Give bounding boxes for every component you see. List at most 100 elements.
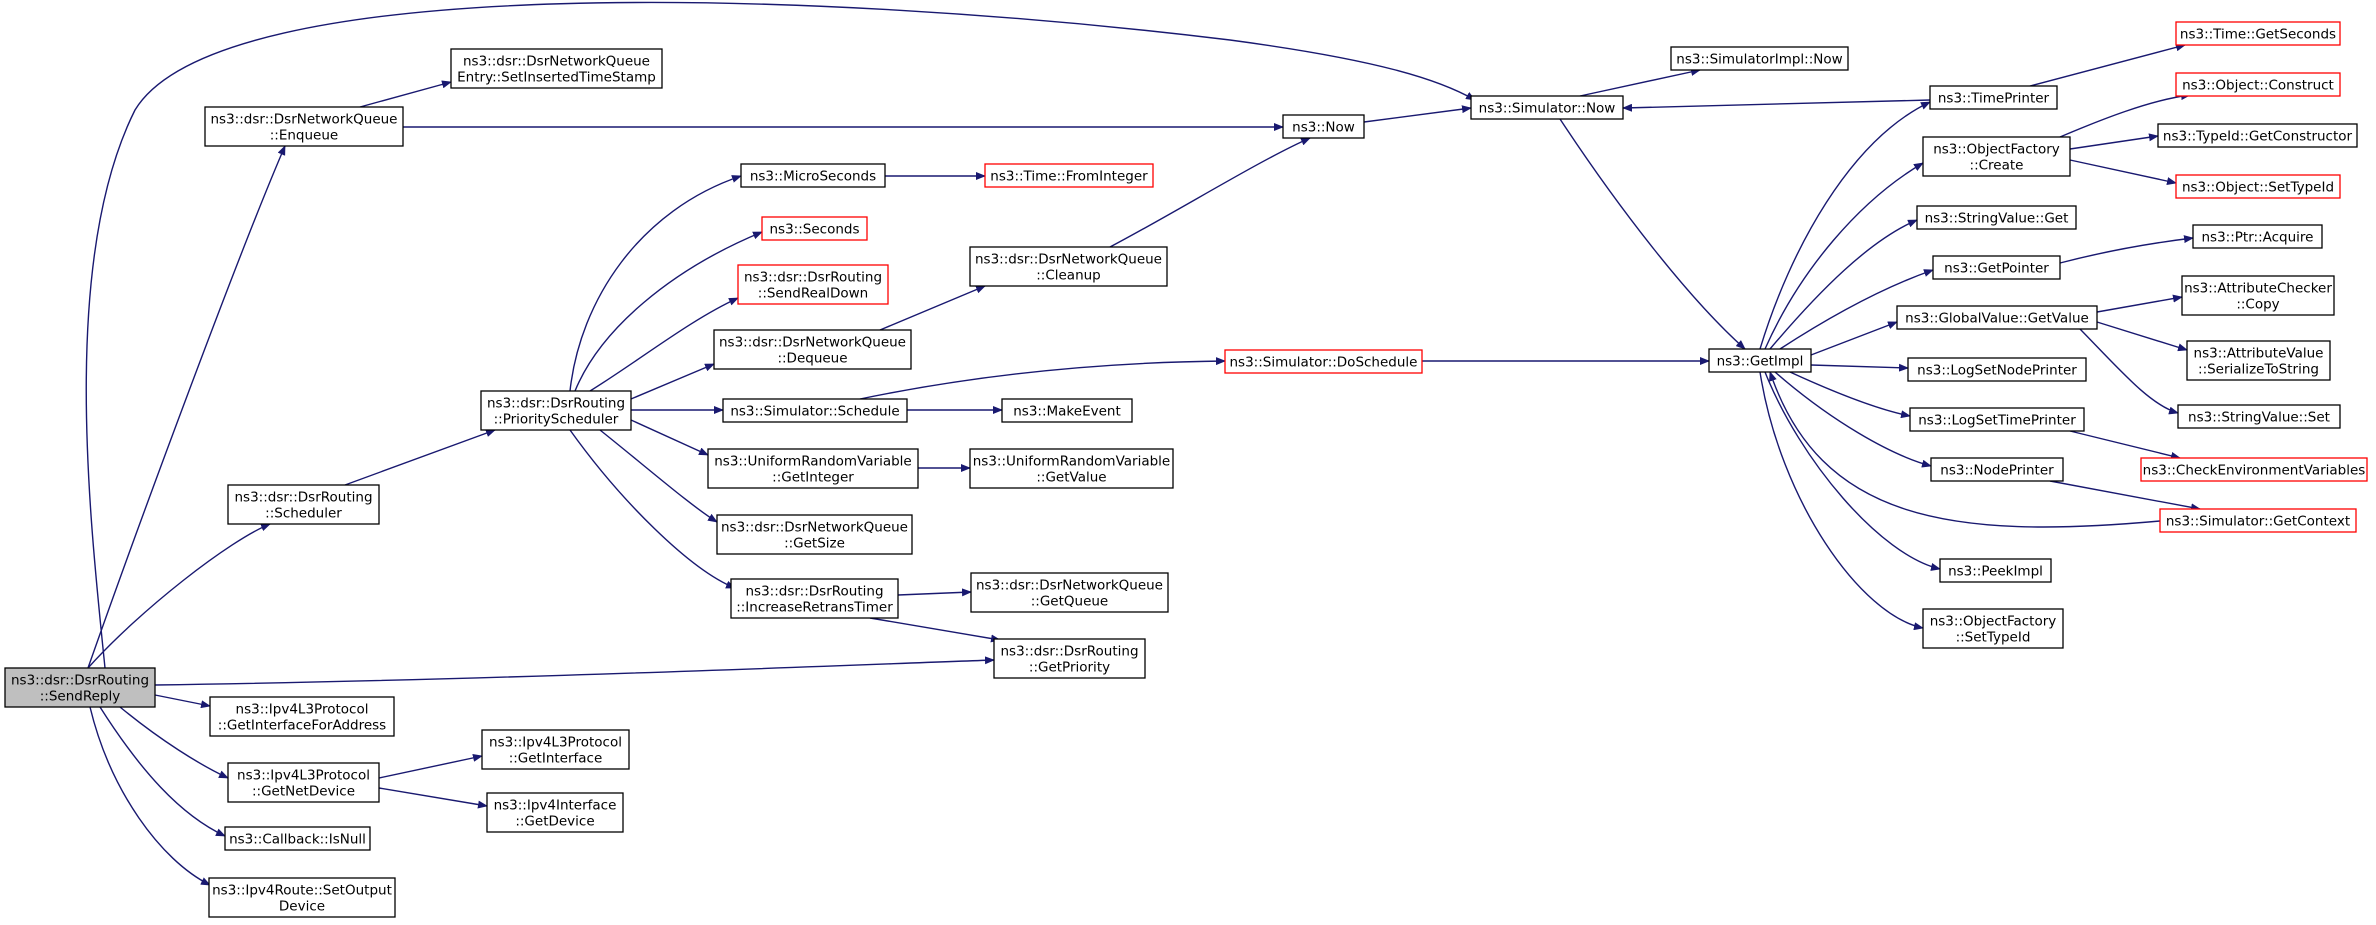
node-getpriority[interactable]: ns3::dsr::DsrRouting::GetPriority (993, 638, 1146, 679)
node-getdevice[interactable]: ns3::Ipv4Interface::GetDevice (486, 792, 624, 833)
node-label: ::GetInterfaceForAddress (218, 718, 386, 734)
node-simgetctx[interactable]: ns3::Simulator::GetContext (2159, 508, 2357, 533)
node-typeidgetctor[interactable]: ns3::TypeId::GetConstructor (2157, 123, 2358, 148)
node-seconds[interactable]: ns3::Seconds (761, 216, 868, 241)
node-implnow[interactable]: ns3::SimulatorImpl::Now (1670, 46, 1849, 71)
node-label: ns3::GlobalValue::GetValue (1905, 311, 2089, 327)
node-label: ns3::ObjectFactory (1933, 142, 2060, 158)
edge-dequeue-to-cleanup (879, 285, 986, 331)
node-priosched[interactable]: ns3::dsr::DsrRouting::PriorityScheduler (480, 390, 632, 431)
node-label: ns3::dsr::DsrNetworkQueue (975, 252, 1162, 268)
node-label: ns3::SimulatorImpl::Now (1676, 52, 1842, 68)
node-doschedule[interactable]: ns3::Simulator::DoSchedule (1224, 349, 1423, 374)
node-label: ns3::Simulator::Now (1479, 101, 1616, 117)
node-nodeprinter[interactable]: ns3::NodePrinter (1930, 457, 2064, 482)
node-label: ns3::AttributeChecker (2184, 281, 2332, 297)
node-objfactsettype[interactable]: ns3::ObjectFactory::SetTypeId (1922, 608, 2064, 649)
node-box (227, 762, 380, 803)
node-sendrealdown[interactable]: ns3::dsr::DsrRouting::SendRealDown (737, 264, 889, 305)
node-box (761, 216, 868, 241)
node-label: ns3::StringValue::Get (1925, 211, 2069, 227)
edge-objfactcreate-to-objsettypeid (2069, 159, 2177, 186)
edge-priosched-to-sendrealdown (589, 297, 739, 392)
node-ptracquire[interactable]: ns3::Ptr::Acquire (2192, 224, 2323, 249)
node-checkenv[interactable]: ns3::CheckEnvironmentVariables (2140, 457, 2368, 482)
edge-simgetctx-to-getimpl (1769, 371, 2161, 528)
node-box (1932, 255, 2061, 280)
edge-sendreply-to-getnetdev (119, 706, 229, 779)
node-box (450, 48, 663, 89)
node-now[interactable]: ns3::Now (1282, 114, 1365, 139)
node-box (716, 514, 913, 555)
node-strvalset[interactable]: ns3::StringValue::Set (2177, 404, 2341, 429)
node-label: ::GetNetDevice (252, 784, 355, 800)
node-label: ns3::Callback::IsNull (229, 832, 366, 848)
node-label: ns3::Ipv4Route::SetOutput (212, 883, 392, 899)
node-label: ns3::dsr::DsrRouting (1000, 644, 1138, 660)
node-label: ::GetInterface (509, 751, 603, 767)
node-logsetnode[interactable]: ns3::LogSetNodePrinter (1907, 357, 2087, 382)
node-box (969, 246, 1168, 287)
node-schedule[interactable]: ns3::Simulator::Schedule (722, 398, 908, 423)
node-fromint[interactable]: ns3::Time::FromInteger (984, 163, 1154, 188)
edge-getimpl-to-logsettime (1789, 371, 1911, 419)
node-getifaddr[interactable]: ns3::Ipv4L3Protocol::GetInterfaceForAddr… (209, 696, 395, 737)
node-label: ::GetSize (784, 536, 845, 552)
node-label: ns3::MakeEvent (1013, 404, 1121, 420)
node-label: ::SerializeToString (2198, 362, 2319, 378)
node-label: ns3::Ptr::Acquire (2202, 230, 2314, 246)
node-urvgetint[interactable]: ns3::UniformRandomVariable::GetInteger (707, 448, 919, 489)
node-getpointer[interactable]: ns3::GetPointer (1932, 255, 2061, 280)
edge-getimpl-to-gvgetvalue (1810, 321, 1898, 356)
node-timeprinter[interactable]: ns3::TimePrinter (1929, 85, 2058, 110)
node-getqueue[interactable]: ns3::dsr::DsrNetworkQueue::GetQueue (970, 572, 1169, 613)
node-isnull[interactable]: ns3::Callback::IsNull (224, 826, 371, 851)
node-getiface[interactable]: ns3::Ipv4L3Protocol::GetInterface (481, 729, 630, 770)
node-dequeue[interactable]: ns3::dsr::DsrNetworkQueue::Dequeue (713, 329, 912, 370)
node-label: ns3::TimePrinter (1938, 91, 2050, 107)
node-scheduler[interactable]: ns3::dsr::DsrRouting::Scheduler (227, 484, 380, 525)
edge-getimpl-to-objfactsettype (1759, 371, 1924, 631)
node-label: ns3::dsr::DsrNetworkQueue (976, 578, 1163, 594)
edge-objfactcreate-to-typeidgetctor (2069, 133, 2159, 150)
edge-getpointer-to-ptracquire (2059, 235, 2194, 264)
node-settimestamp[interactable]: ns3::dsr::DsrNetworkQueueEntry::SetInser… (450, 48, 663, 89)
node-enqueue[interactable]: ns3::dsr::DsrNetworkQueue::Enqueue (204, 106, 404, 147)
call-nodes: ns3::dsr::DsrRouting::SendReply ns3::dsr:… (4, 21, 2368, 918)
node-box (1916, 205, 2077, 230)
edge-priosched-to-getsize (599, 429, 718, 523)
node-sendreply[interactable]: ns3::dsr::DsrRouting::SendReply (4, 667, 156, 708)
node-peekimpl[interactable]: ns3::PeekImpl (1939, 558, 2052, 583)
node-attrcheckcopy[interactable]: ns3::AttributeChecker::Copy (2181, 275, 2335, 316)
node-microseconds[interactable]: ns3::MicroSeconds (740, 163, 886, 188)
edge-getimpl-to-getpointer (1779, 269, 1934, 350)
node-label: ns3::Simulator::DoSchedule (1230, 355, 1418, 371)
edge-getimpl-to-strvalget (1769, 219, 1918, 350)
node-label: ::GetInteger (772, 470, 854, 486)
node-label: ns3::Object::SetTypeId (2182, 180, 2334, 196)
node-label: ::PriorityScheduler (494, 412, 619, 428)
node-urvgetval[interactable]: ns3::UniformRandomVariable::GetValue (969, 448, 1174, 489)
node-label: ::Dequeue (777, 351, 847, 367)
node-box (993, 638, 1146, 679)
node-getnetdev[interactable]: ns3::Ipv4L3Protocol::GetNetDevice (227, 762, 380, 803)
node-getsize[interactable]: ns3::dsr::DsrNetworkQueue::GetSize (716, 514, 913, 555)
node-attrvalser[interactable]: ns3::AttributeValue::SerializeToString (2186, 340, 2331, 381)
node-objsettypeid[interactable]: ns3::Object::SetTypeId (2175, 174, 2341, 199)
node-incretrans[interactable]: ns3::dsr::DsrRouting::IncreaseRetransTim… (730, 578, 899, 619)
node-gvgetvalue[interactable]: ns3::GlobalValue::GetValue (1896, 305, 2098, 330)
node-label: ns3::dsr::DsrRouting (487, 396, 625, 412)
node-objfactcreate[interactable]: ns3::ObjectFactory::Create (1922, 136, 2071, 177)
edge-simnow-to-implnow (1579, 67, 1701, 97)
node-cleanup[interactable]: ns3::dsr::DsrNetworkQueue::Cleanup (969, 246, 1168, 287)
node-timegetsec[interactable]: ns3::Time::GetSeconds (2175, 21, 2341, 46)
node-getimpl[interactable]: ns3::GetImpl (1708, 348, 1812, 373)
node-logsettime[interactable]: ns3::LogSetTimePrinter (1909, 407, 2085, 432)
node-makeevent[interactable]: ns3::MakeEvent (1001, 398, 1133, 423)
node-simnow[interactable]: ns3::Simulator::Now (1470, 95, 1624, 120)
node-label: ns3::LogSetNodePrinter (1917, 363, 2077, 379)
node-objconstruct[interactable]: ns3::Object::Construct (2175, 72, 2341, 97)
edge-priosched-to-incretrans (569, 429, 736, 589)
node-strvalget[interactable]: ns3::StringValue::Get (1916, 205, 2077, 230)
